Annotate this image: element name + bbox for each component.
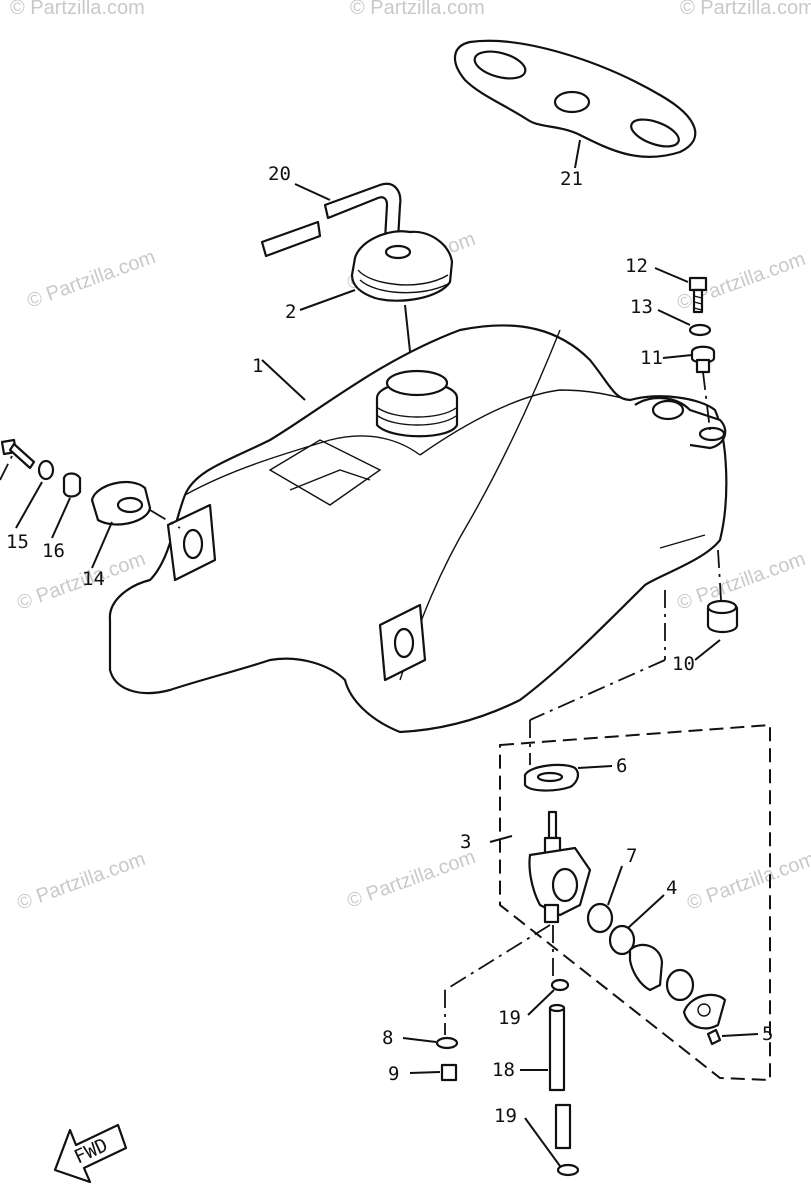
leader-19-upper <box>527 989 555 1016</box>
callout-19-upper: 19 <box>498 1007 521 1029</box>
leader-16 <box>51 497 71 539</box>
callout-4: 4 <box>666 877 677 899</box>
part-2-fuel-cap[interactable] <box>350 230 454 302</box>
part-8-washer[interactable] <box>435 1036 459 1050</box>
callout-20: 20 <box>268 163 291 185</box>
watermark-text: © Partzilla.com <box>680 0 811 19</box>
callout-18: 18 <box>492 1059 515 1081</box>
leader-4 <box>627 894 665 929</box>
leader-13 <box>657 309 691 326</box>
leader-10 <box>694 639 721 661</box>
leader-1 <box>261 359 306 401</box>
part-13-washer[interactable] <box>688 323 712 337</box>
fwd-arrow-icon: FWD <box>53 1123 128 1184</box>
callout-5: 5 <box>762 1023 773 1045</box>
leader-3 <box>489 835 513 843</box>
callout-13: 13 <box>630 296 653 318</box>
part-12-bolt[interactable] <box>688 276 708 314</box>
leader-5 <box>721 1033 759 1037</box>
leader-2 <box>299 289 356 311</box>
leader-9 <box>409 1071 441 1074</box>
part-5-screw[interactable] <box>682 993 727 1046</box>
part-4-o-ring[interactable] <box>608 924 695 1002</box>
part-6-gasket[interactable] <box>523 763 579 792</box>
part-21-plate[interactable] <box>454 39 697 159</box>
callout-19-lower: 19 <box>494 1105 517 1127</box>
leader-6 <box>577 765 613 769</box>
callout-2: 2 <box>285 301 296 323</box>
callout-1: 1 <box>252 355 263 377</box>
callout-7: 7 <box>626 845 637 867</box>
callout-11: 11 <box>640 347 663 369</box>
part-7-seal[interactable] <box>586 902 614 934</box>
callout-14: 14 <box>82 568 105 590</box>
callout-15: 15 <box>6 531 29 553</box>
centerline-tank-petcock-2 <box>529 659 666 721</box>
leader-8 <box>402 1037 437 1043</box>
leader-21 <box>574 139 581 169</box>
watermark-text: © Partzilla.com <box>14 848 148 915</box>
part-14-grommet[interactable] <box>90 480 152 526</box>
callout-12: 12 <box>625 255 648 277</box>
part-18-fuel-hose[interactable] <box>548 1003 566 1092</box>
leader-15 <box>15 481 43 529</box>
part-3-petcock[interactable] <box>528 810 592 924</box>
callout-3: 3 <box>460 831 471 853</box>
part-15-bolt[interactable] <box>0 438 55 481</box>
part-19-clip-lower[interactable] <box>554 1103 580 1177</box>
callout-6: 6 <box>616 755 627 777</box>
centerline-petcock-8 <box>444 924 551 991</box>
centerline-10 <box>717 549 722 601</box>
leader-20 <box>294 183 331 201</box>
leader-7 <box>607 865 623 906</box>
leader-14 <box>91 521 113 569</box>
watermark-text: © Partzilla.com <box>350 0 485 19</box>
callout-10: 10 <box>672 653 695 675</box>
leader-11 <box>662 354 693 359</box>
watermark-text: © Partzilla.com <box>24 246 158 313</box>
watermark-text: © Partzilla.com <box>344 846 478 913</box>
part-9-screw[interactable] <box>440 1063 458 1082</box>
watermark-text: © Partzilla.com <box>684 848 811 915</box>
part-19-clip-upper[interactable] <box>550 978 570 992</box>
part-1-fuel-tank[interactable] <box>108 324 728 734</box>
callout-21: 21 <box>560 168 583 190</box>
part-11-collar[interactable] <box>690 345 716 374</box>
watermark-text: © Partzilla.com <box>10 0 145 19</box>
callout-9: 9 <box>388 1063 399 1085</box>
part-10-damper[interactable] <box>706 599 739 634</box>
leader-12 <box>654 267 689 283</box>
callout-16: 16 <box>42 540 65 562</box>
centerline-15 <box>0 455 13 481</box>
callout-labels: 20 21 2 1 12 13 11 10 15 16 14 6 3 7 4 5… <box>6 163 773 1127</box>
centerline-14 <box>149 509 181 529</box>
leader-19-lower <box>524 1117 561 1167</box>
centerline-11 <box>702 371 711 431</box>
callout-8: 8 <box>382 1027 393 1049</box>
part-16-collar[interactable] <box>62 472 82 498</box>
